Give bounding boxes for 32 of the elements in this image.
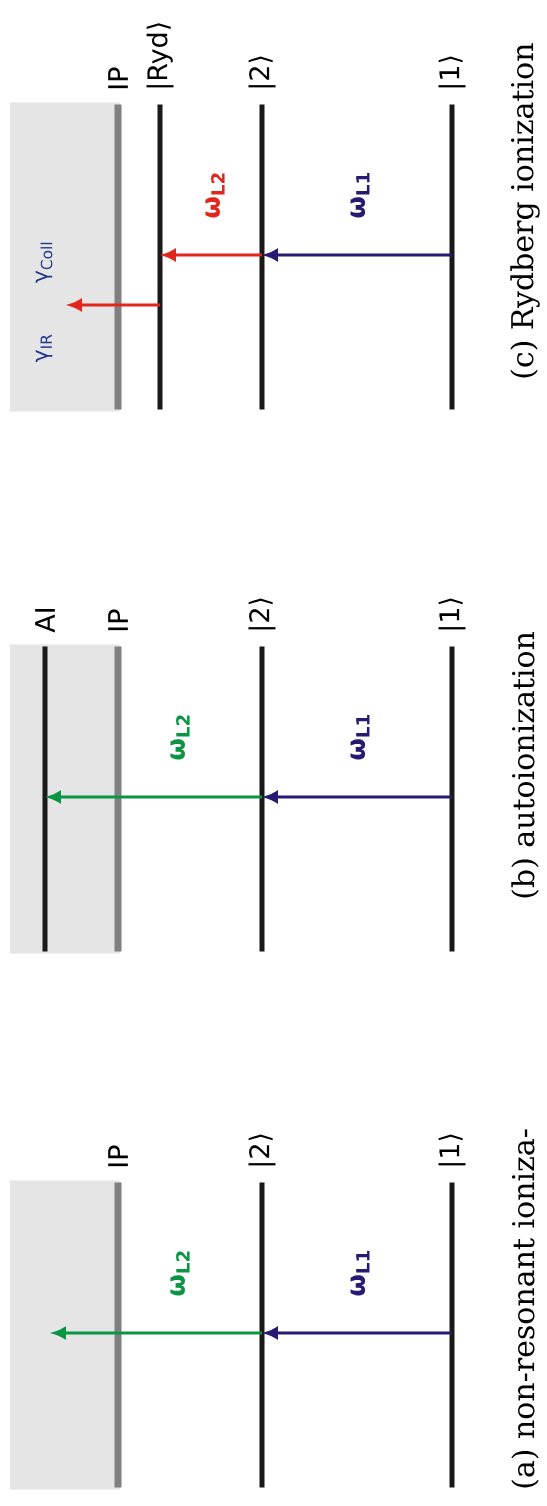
edge-label: ω$_{L1}$	[350, 173, 370, 218]
arrow	[265, 1327, 452, 1339]
edge-label: ω$_{L1}$	[350, 1251, 370, 1296]
edge-label: ω$_{L2}$	[170, 715, 190, 760]
arrow	[163, 249, 262, 261]
level-label: IP	[108, 609, 128, 631]
level-label: |2⟩	[248, 598, 276, 630]
level-label: |1⟩	[438, 1134, 466, 1166]
continuum-band	[9, 644, 121, 954]
edge-label: ω$_{L1}$	[350, 715, 370, 760]
edge-label: ω$_{L2}$	[170, 1251, 190, 1296]
level-label: |2⟩	[248, 56, 276, 88]
level-label: |1⟩	[438, 56, 466, 88]
arrow	[69, 299, 160, 311]
level-label: |2⟩	[248, 1134, 276, 1166]
rate-label: γ$_{IR}$	[35, 334, 53, 363]
continuum-band	[9, 1180, 121, 1490]
caption: (c) Rydberg ionization	[510, 43, 540, 378]
rate-label: γ$_{Coll}$	[35, 242, 53, 283]
level-label: IP	[108, 67, 128, 89]
arrow	[265, 249, 452, 261]
level-label: AI	[35, 609, 55, 633]
continuum-band	[9, 102, 121, 412]
edge-label: ω$_{L2}$	[205, 173, 225, 218]
level-label: |1⟩	[438, 598, 466, 630]
caption: (b) autoionization	[511, 631, 539, 898]
caption: (a) non-resonant ioniza-	[511, 1129, 539, 1488]
level-label: IP	[108, 1145, 128, 1167]
arrow	[48, 791, 262, 803]
level-label: |Ryd⟩	[146, 23, 174, 88]
arrow	[265, 791, 452, 803]
arrow	[53, 1327, 262, 1339]
